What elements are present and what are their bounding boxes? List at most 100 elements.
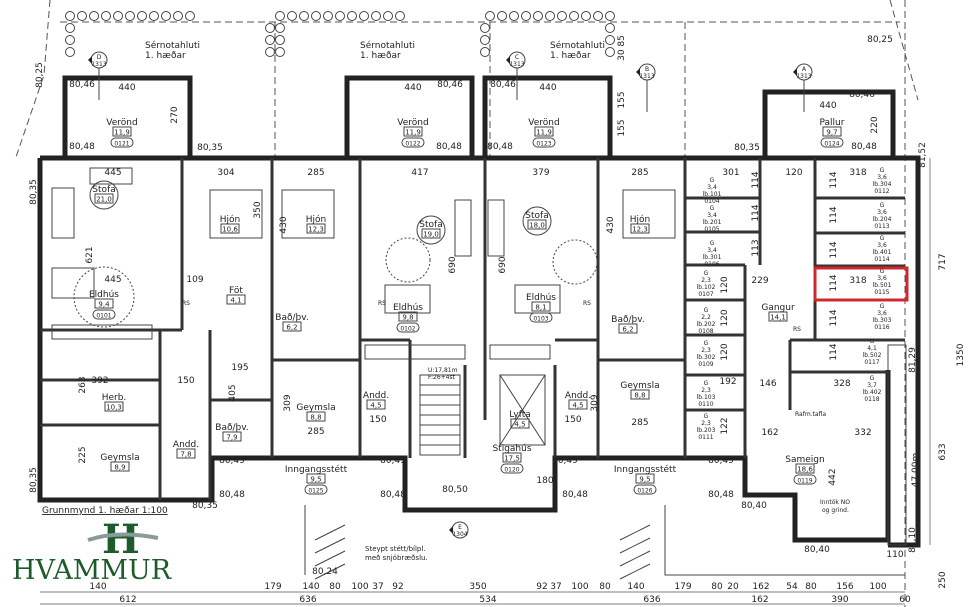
storage-g: G <box>880 303 885 310</box>
storage-g: G <box>704 380 709 387</box>
tree-icon <box>265 23 275 33</box>
total-dimension: 162 <box>751 595 768 605</box>
dimension-label: 440 <box>819 101 836 111</box>
bottom-dimension: 54 <box>786 582 798 592</box>
room-label: Andd.7,8 <box>173 440 199 459</box>
dimension-label: 442 <box>828 468 838 485</box>
room-area-box <box>510 418 530 429</box>
room-name: Geymsla <box>296 403 335 413</box>
storage-g: G <box>880 268 885 275</box>
storage-area: 2,3 <box>701 420 711 427</box>
logo-swoosh <box>87 532 159 542</box>
tree-icon <box>359 11 369 21</box>
tree-icon <box>275 47 285 57</box>
storage-g: G <box>704 340 709 347</box>
room-id-pill <box>110 137 134 148</box>
room-name: Eldhús <box>526 293 556 303</box>
room-area: 19,0 <box>423 231 439 239</box>
logo-text: HVAMMUR <box>12 555 172 586</box>
tree-icon <box>569 11 579 21</box>
storage-id: 0109 <box>698 361 713 368</box>
dimension-label: 285 <box>631 168 648 178</box>
dimension-label: 114 <box>751 171 761 188</box>
dimension-label: 285 <box>307 168 324 178</box>
room-name: Verönd <box>106 118 137 128</box>
dimension-label: 114 <box>829 171 839 188</box>
dimension-label: 114 <box>751 204 761 221</box>
room-area: 18,6 <box>797 466 813 474</box>
room-area: 18,0 <box>529 222 545 230</box>
section-arrow-icon <box>793 68 797 76</box>
section-letter: E <box>458 524 462 531</box>
storage-id: 0110 <box>698 401 713 408</box>
dimension-label: 80,48 <box>562 490 588 500</box>
room-area: 7,8 <box>180 451 191 459</box>
storage-area: 2,3 <box>701 277 711 284</box>
dimension-label: 350 <box>253 201 263 218</box>
room-label: Bað/þv.7,9 <box>215 423 249 442</box>
bottom-dimension: 80 <box>329 582 341 592</box>
smoke-detector-label: RS <box>378 300 386 307</box>
dimension-label: 114 <box>829 241 839 258</box>
room-label: Andd.4,5 <box>363 391 389 410</box>
dimension-label: 80,49 <box>219 456 245 466</box>
tree-icon <box>113 11 123 21</box>
tree-icon <box>185 11 195 21</box>
dimension-label: 220 <box>870 116 880 133</box>
tree-icon <box>65 11 75 21</box>
room-area: 8,8 <box>634 392 645 400</box>
room-area-box <box>403 126 423 137</box>
storage-area: 2,3 <box>701 387 711 394</box>
room-id-pill <box>793 474 817 485</box>
dimension-label: 113 <box>751 239 761 256</box>
private-area-label: Sérnotahluti <box>145 40 200 51</box>
dimension-label: 80,35 <box>192 501 218 511</box>
room-area: 9,8 <box>402 314 413 322</box>
section-arrow-icon <box>506 56 510 64</box>
room-area: 12,3 <box>308 226 324 234</box>
highlighted-storage-lb501[interactable] <box>813 266 909 302</box>
dimension-label: 690 <box>498 256 508 273</box>
storage-lb: lb.102 <box>697 284 716 291</box>
storage-lb: lb.103 <box>697 394 716 401</box>
tree-icon <box>265 47 275 57</box>
room-area: 6,2 <box>286 324 297 332</box>
total-dimension: 612 <box>119 595 136 605</box>
dimension-label: 440 <box>118 83 135 93</box>
dimension-label: 155 <box>617 119 627 136</box>
dimension-label: 81,29 <box>908 347 918 373</box>
dimension-label: 225 <box>78 446 88 463</box>
storage-g: G <box>710 205 715 212</box>
room-area-box <box>630 389 650 400</box>
storage-area: 3,4 <box>707 184 717 191</box>
storage-lb: lb.401 <box>873 249 892 256</box>
hvammur-logo: H HVAMMUR <box>12 516 172 586</box>
room-id: 0126 <box>637 488 652 495</box>
total-dimension: 60 <box>899 595 911 605</box>
dimension-label: 80,24 <box>312 567 338 577</box>
property-boundary <box>14 0 919 607</box>
dimension-label: 690 <box>448 256 458 273</box>
dimension-label: 445 <box>104 275 121 285</box>
dimension-label: 114 <box>829 206 839 223</box>
dimension-label: 150 <box>369 415 386 425</box>
total-dimension: 534 <box>479 595 496 605</box>
tree-icon <box>593 11 603 21</box>
total-dimension: 636 <box>299 595 316 605</box>
tree-icon <box>77 11 87 21</box>
bottom-dimension: 92 <box>536 582 547 592</box>
dimension-label: 379 <box>532 168 549 178</box>
dimension-label: 301 <box>722 168 739 178</box>
dimension-label: 80,25 <box>867 35 893 45</box>
room-area-box <box>226 294 246 305</box>
storage-area: 3,4 <box>707 247 717 254</box>
bottom-dimension: 100 <box>351 582 368 592</box>
